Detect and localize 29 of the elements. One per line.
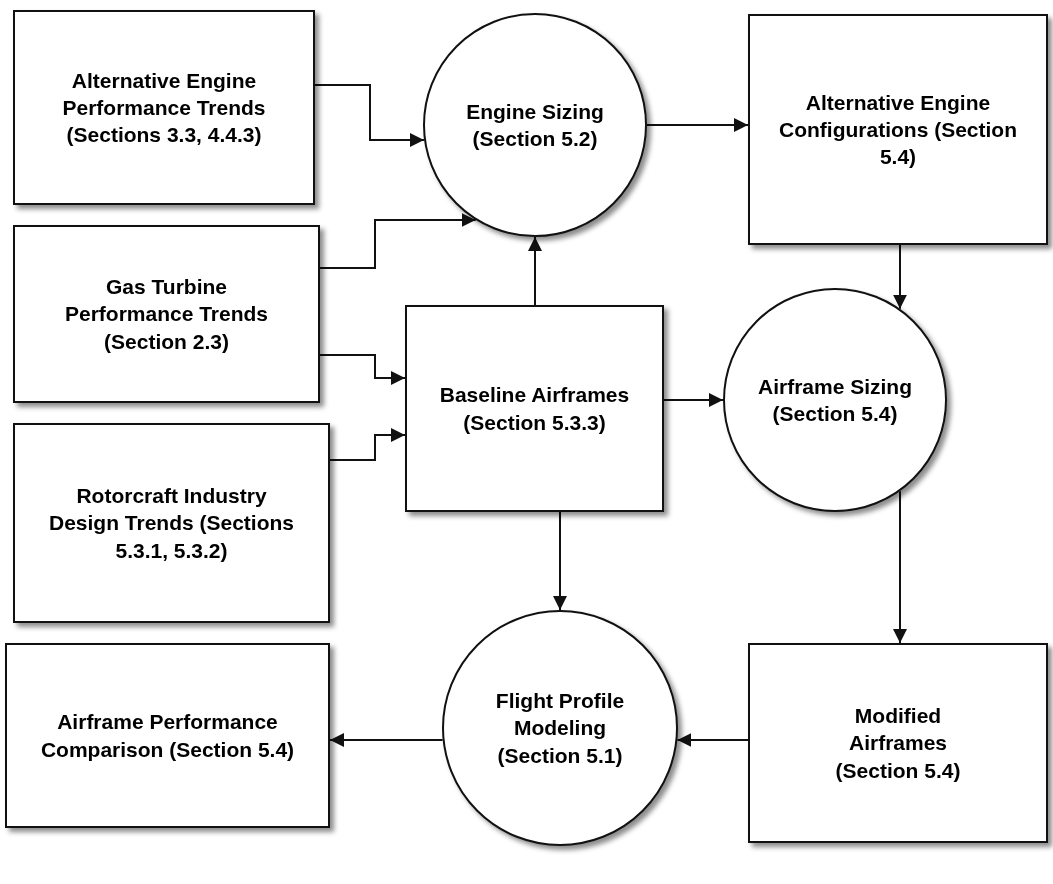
arrow <box>528 236 542 306</box>
process-box <box>748 643 1048 843</box>
arrow <box>319 213 477 269</box>
process-box <box>405 305 664 512</box>
node-label: Airframe Performance Comparison (Section 5.4) <box>39 709 296 763</box>
arrow <box>329 733 444 747</box>
arrow <box>676 733 749 747</box>
process-box <box>748 14 1048 245</box>
node-label: Baseline Airframes (Section 5.3.3) <box>438 382 631 436</box>
process-box <box>5 643 330 828</box>
node-label: Rotorcraft Industry Design Trends (Sections 5.3.1, 5.3.2) <box>47 483 296 564</box>
node-label: Airframe Sizing (Section 5.4) <box>756 373 913 427</box>
arrow <box>646 118 749 132</box>
node-label: Engine Sizing (Section 5.2) <box>465 98 605 152</box>
process-box <box>13 10 315 205</box>
node-label: Gas Turbine Performance Trends (Section 2.3) <box>63 274 270 355</box>
node-label: Modified Airframes (Section 5.4) <box>834 703 962 784</box>
arrow <box>893 244 907 310</box>
arrow <box>553 511 567 611</box>
node-label: Alternative Engine Performance Trends (Sections 3.3, 4.4.3) <box>61 67 267 149</box>
node-label: Flight Profile Modeling (Section 5.1) <box>494 688 626 769</box>
process-box <box>13 225 320 403</box>
arrow <box>319 354 406 385</box>
arrow <box>663 393 724 407</box>
node-label: Alternative Engine Configurations (Section 5.4) <box>778 89 1018 171</box>
arrow <box>329 428 406 461</box>
process-box <box>13 423 330 623</box>
arrow <box>893 490 907 644</box>
arrow <box>314 84 425 147</box>
